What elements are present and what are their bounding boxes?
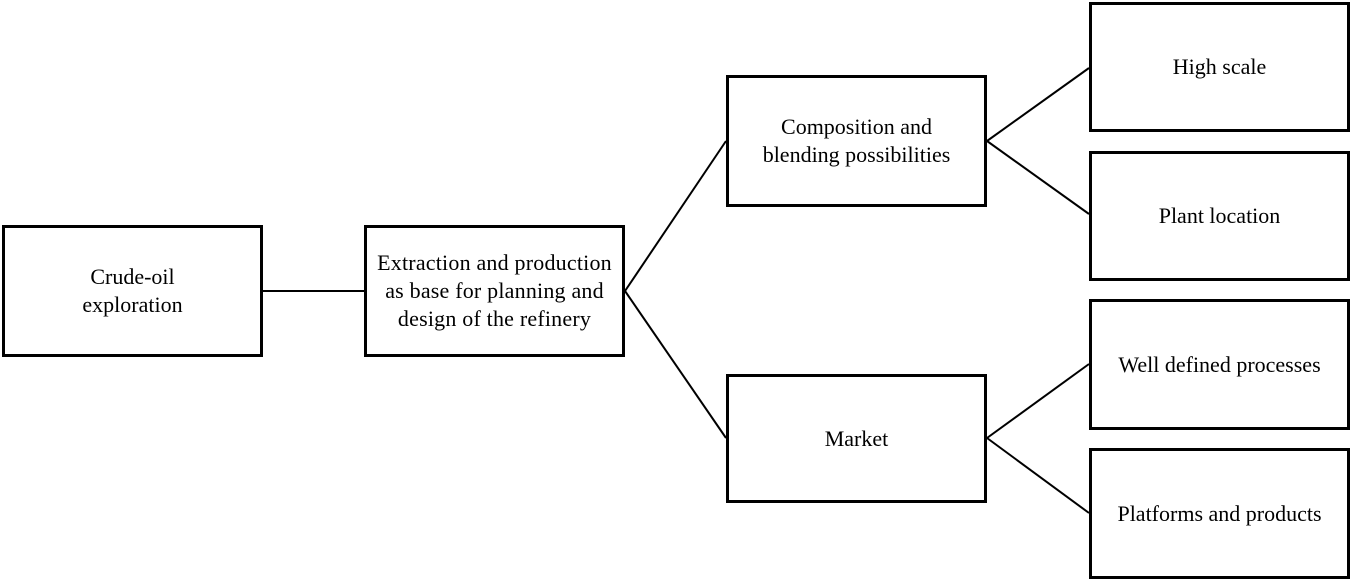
node-well-defined-processes: Well defined processes	[1089, 299, 1350, 430]
node-extraction-production: Extraction and production as base for pl…	[364, 225, 625, 357]
node-label: High scale	[1172, 54, 1267, 79]
node-label: Platforms and products	[1117, 500, 1322, 526]
node-label: Extraction and production as base for pl…	[377, 250, 612, 331]
node-label: Plant location	[1158, 203, 1281, 228]
node-high-scale: High scale	[1089, 2, 1350, 132]
edge-extraction-to-composition	[624, 140, 727, 292]
node-label: Crude-oil exploration	[82, 264, 183, 317]
node-composition-blending: Composition and blending possibilities	[726, 75, 987, 207]
node-platforms-products: Platforms and products	[1089, 448, 1350, 579]
edge-composition-to-highscale	[986, 67, 1090, 142]
node-crude-oil-exploration: Crude-oil exploration	[2, 225, 263, 357]
edge-market-to-platforms	[986, 437, 1090, 514]
node-market: Market	[726, 374, 987, 503]
node-label: Market	[824, 425, 889, 451]
node-plant-location: Plant location	[1089, 151, 1350, 281]
edge-extraction-to-market	[624, 290, 727, 439]
edge-composition-to-plant	[986, 140, 1090, 215]
node-label: Well defined processes	[1118, 351, 1321, 377]
edge-market-to-well	[986, 363, 1090, 439]
node-label: Composition and blending possibilities	[762, 114, 951, 167]
